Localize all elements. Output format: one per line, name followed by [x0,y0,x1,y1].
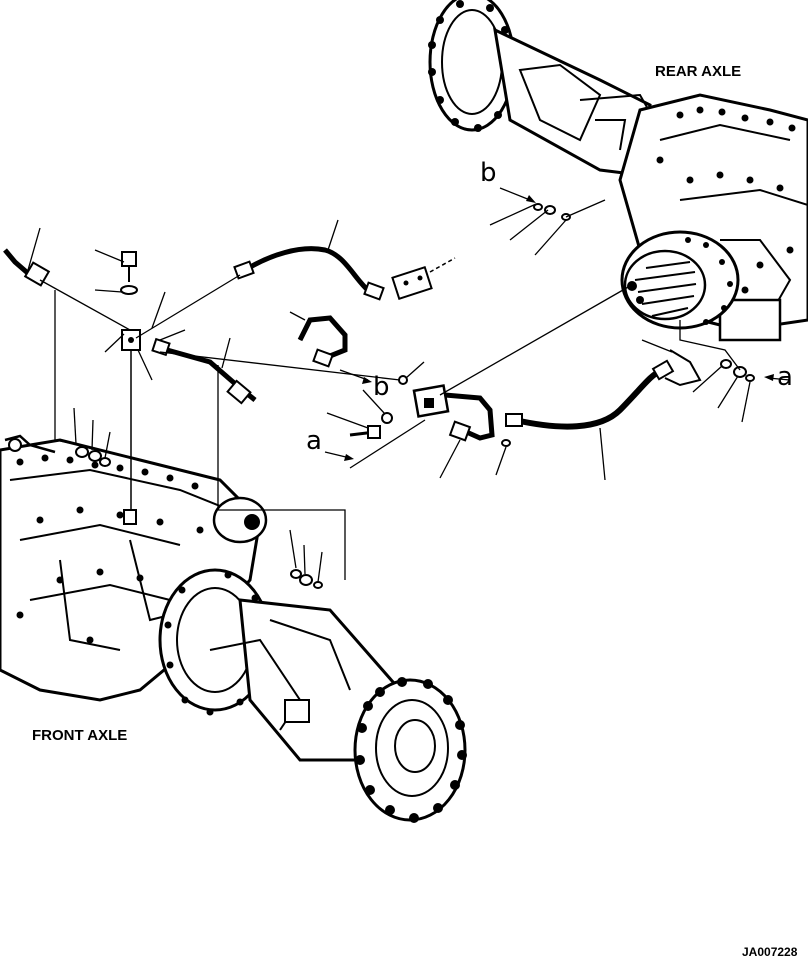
bolt-icon [120,251,138,295]
callout-b-lower: b [373,372,390,402]
drawing-code: JA007228 [742,945,798,959]
front-axle-label: FRONT AXLE [32,727,128,744]
rear-axle-drawing [428,0,808,342]
rear-axle-label: REAR AXLE [655,63,742,80]
front-axle-drawing [0,434,467,823]
rear-housing-bolts-icon [656,106,796,294]
callout-a-left: a [306,426,322,456]
front-hub-bolts-icon [355,677,467,823]
callout-a-right: a [777,362,793,392]
front-housing-bolts-icon [16,454,204,644]
leader-lines [27,187,791,583]
washer-icon [75,203,755,589]
callout-b-upper: b [480,158,497,188]
bolt-icon [349,375,408,439]
callout-arrowheads [344,195,774,461]
